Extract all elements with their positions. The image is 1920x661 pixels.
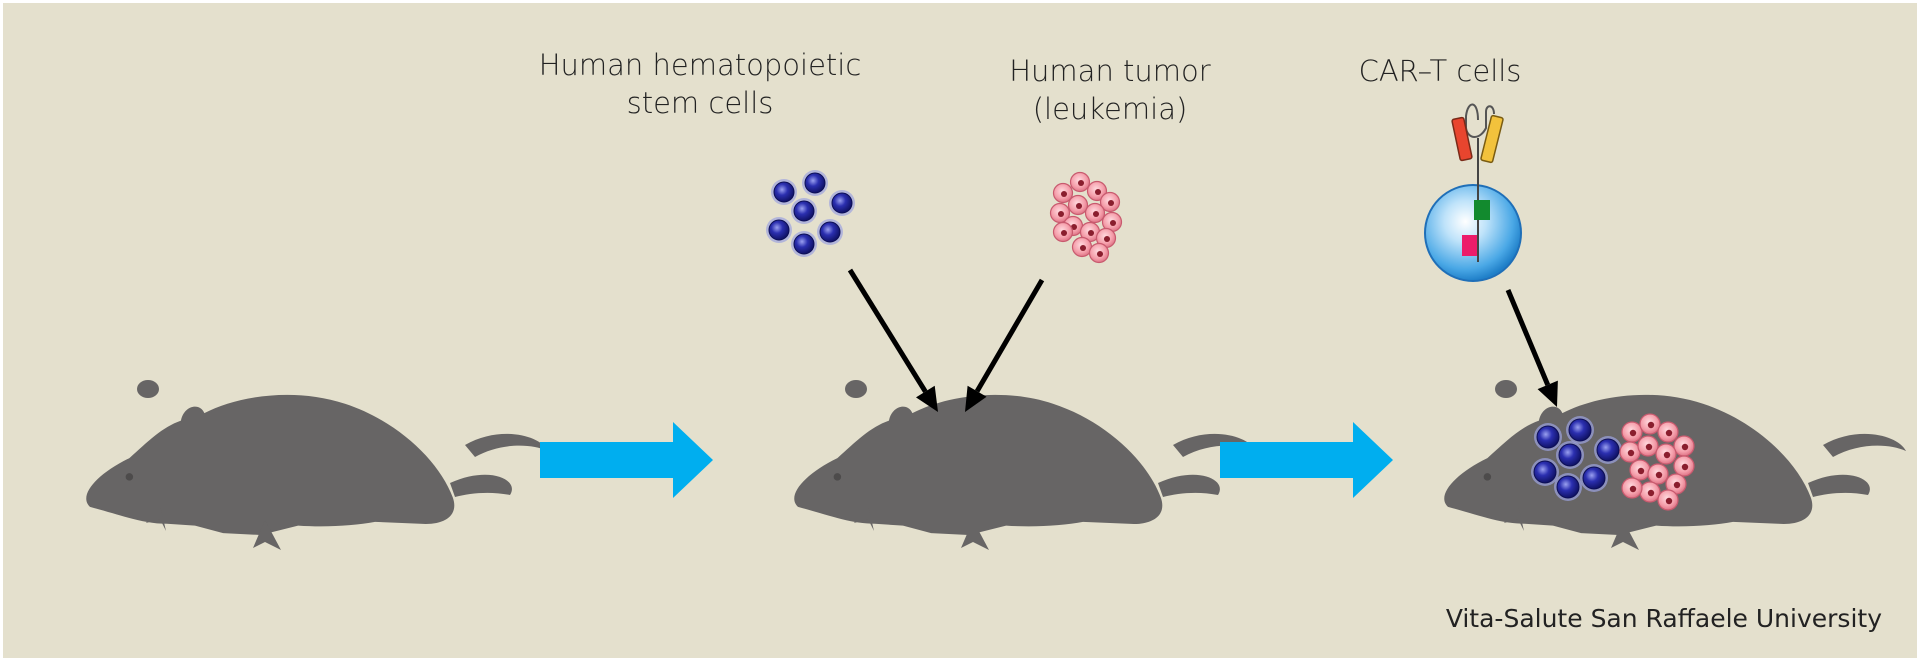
stem-cell-cluster-icon (766, 170, 855, 257)
tumor-cell-cluster-in-mouse-icon (1619, 413, 1695, 511)
pointer-arrow-icon (965, 278, 1045, 412)
car-t-label: CAR–T cells (1358, 54, 1522, 88)
pointer-arrow-icon (1505, 289, 1558, 407)
credit-text: Vita-Salute San Raffaele University (1445, 604, 1882, 633)
stem-cells-label: Human hematopoietic stem cells (520, 46, 880, 122)
mouse-silhouette-icon (1444, 380, 1906, 550)
car-t-cell-icon (1424, 103, 1522, 282)
tumor-label-line2: (leukemia) (1032, 92, 1188, 126)
stem-cell-cluster-in-mouse-icon (1531, 416, 1622, 501)
stem-cells-label-line1: Human hematopoietic (538, 48, 862, 82)
flow-arrow-icon (540, 422, 713, 498)
mouse-silhouette-icon (794, 380, 1256, 550)
tumor-label: Human tumor (leukemia) (980, 52, 1240, 128)
tumor-label-line1: Human tumor (1009, 54, 1211, 88)
tumor-cell-cluster-icon (1049, 171, 1123, 264)
mouse-silhouette-icon (86, 380, 548, 550)
diagram-background (3, 3, 1917, 658)
pointer-arrow-icon (847, 268, 938, 412)
stem-cells-label-line2: stem cells (626, 86, 774, 120)
flow-arrow-icon (1220, 422, 1393, 498)
